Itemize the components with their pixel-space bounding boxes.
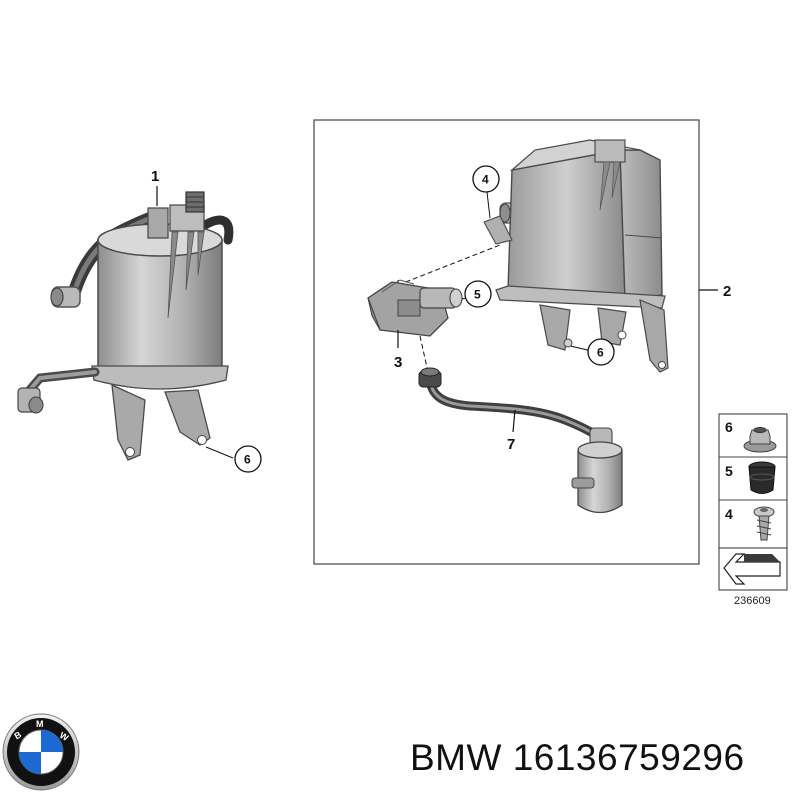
canister-part-2	[483, 139, 669, 373]
nut-right-6	[563, 338, 573, 348]
callout-2: 2	[723, 283, 731, 300]
callout-3: 3	[394, 354, 402, 371]
callout-7: 7	[507, 436, 515, 453]
callout-6-left: 6	[244, 453, 251, 467]
part-number-caption: BMW 16136759296	[410, 737, 745, 778]
rubber-grommet-icon	[748, 461, 776, 494]
legend-number-4: 4	[725, 506, 733, 522]
detail-frame	[313, 119, 700, 565]
logo-letter-m: M	[36, 719, 44, 729]
bmw-roundel-icon: B M W	[2, 713, 80, 791]
callout-6-right: 6	[597, 346, 604, 360]
dashed-line-valve-to-canister	[397, 244, 501, 286]
reference-code: 236609	[734, 595, 771, 607]
leader-line-6-left	[205, 446, 234, 459]
callout-circle-4	[472, 165, 500, 193]
canister-part-1	[17, 191, 234, 461]
direction-arrow-icon	[723, 553, 781, 585]
purge-valve-part-3	[367, 279, 463, 337]
callout-circle-6-left	[234, 445, 262, 473]
leader-line-7	[512, 409, 516, 433]
screw-icon	[753, 506, 775, 541]
callout-4: 4	[482, 173, 489, 187]
callout-circle-5	[464, 280, 492, 308]
logo-letter-b: B	[13, 729, 24, 741]
legend-number-5: 5	[725, 463, 733, 479]
callout-5: 5	[474, 288, 481, 302]
callout-circle-6-right	[587, 338, 615, 366]
leader-line-4	[486, 191, 491, 219]
legend-number-6: 6	[725, 419, 733, 435]
hose-part-7	[418, 367, 623, 514]
dashed-line-valve-to-hose	[419, 335, 429, 373]
flange-nut-icon	[743, 427, 777, 453]
callout-1: 1	[151, 168, 159, 185]
hardware-legend: 6 5 4 236609	[718, 413, 788, 607]
